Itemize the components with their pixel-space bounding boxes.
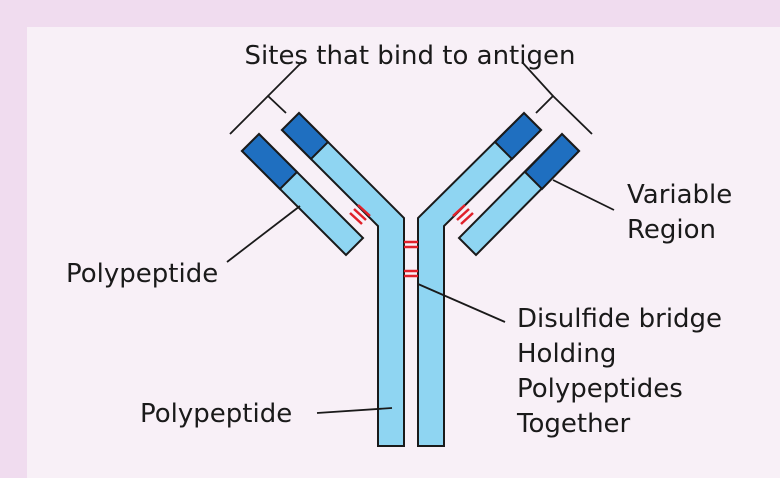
antigen-site-bracket-right [535,94,593,135]
polypeptide-heavy-label: Polypeptide [140,399,292,429]
disulfide-bridges [349,204,474,278]
disulfide-label-line3: Polypeptides [517,374,683,404]
disulfide-label-line2: Holding [517,339,616,369]
heavy-chain-left [280,111,405,447]
variable-region-label-line1: Variable [627,180,732,210]
antigen-site-pointer-left [267,61,303,97]
antigen-site-pointer-right [521,61,554,97]
antigen-sites-label: Sites that bind to antigen [245,41,576,71]
disulfide-leader [417,283,506,323]
polypeptide-light-leader [226,205,301,263]
antigen-site-bracket-left [229,94,287,135]
disulfide-label-line1: Disulfide bridge [517,304,722,334]
variable-region-label-line2: Region [627,215,716,245]
heavy-variable-region-left [280,111,330,161]
light-variable-region-right [523,132,581,191]
polypeptide-heavy-leader [316,407,393,414]
polypeptide-light-label: Polypeptide [66,259,218,289]
disulfide-label-line4: Together [516,409,631,439]
heavy-variable-region-right [493,111,543,161]
variable-region-leader [552,179,615,211]
light-variable-region-left [240,132,299,191]
